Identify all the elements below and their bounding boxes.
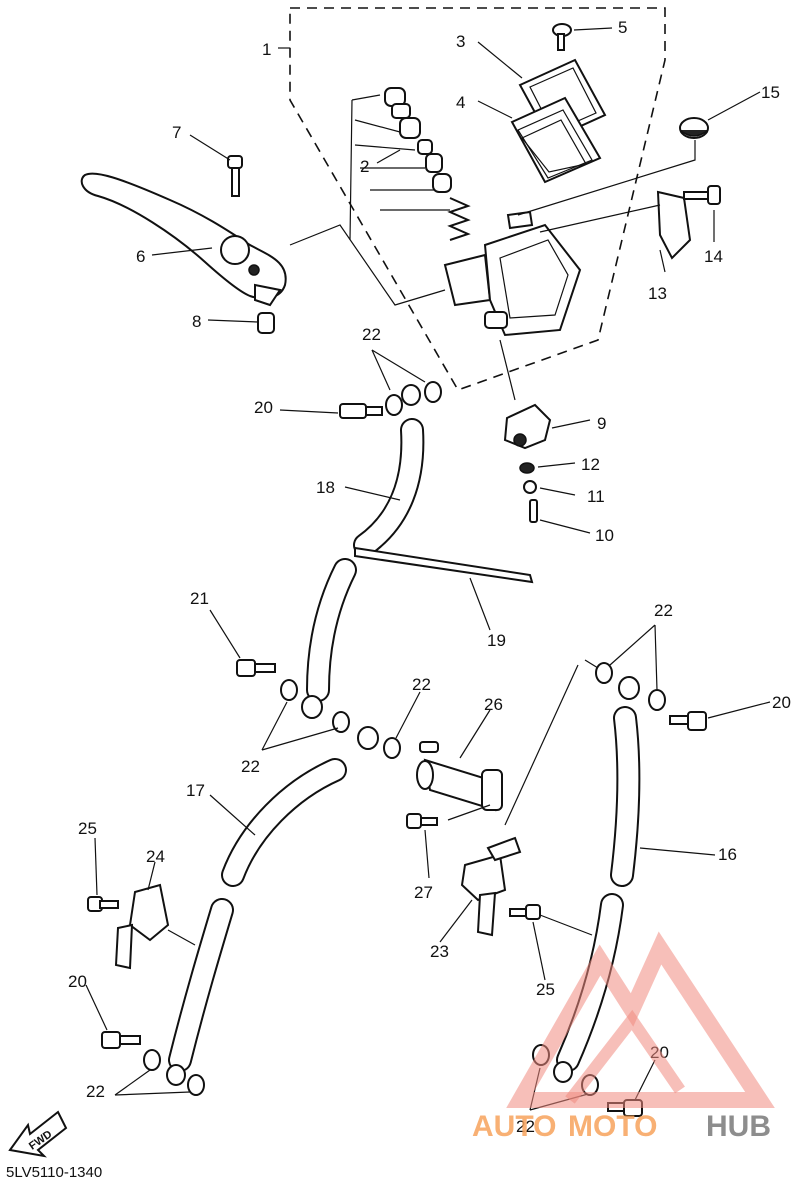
callout-label: 6 [136, 247, 145, 266]
callout-label: 12 [581, 455, 600, 474]
callout-label: 5 [618, 18, 627, 37]
copper-washer [385, 394, 403, 416]
watermark-text-auto: AUTO [472, 1110, 556, 1143]
callout-label: 10 [595, 526, 614, 545]
callout-label: 21 [190, 589, 209, 608]
watermark-text-hub: HUB [706, 1110, 771, 1143]
callout-label: 9 [597, 414, 606, 433]
hose-holder-left [114, 883, 170, 970]
copper-washer [648, 689, 666, 711]
copper-washer [332, 711, 350, 733]
callout-label: 1 [262, 40, 271, 59]
brake-lever [80, 172, 287, 307]
copper-washer [424, 381, 442, 403]
master-cylinder-body [443, 210, 582, 337]
piston-kit [349, 87, 471, 241]
brake-switch [503, 403, 552, 450]
callout-label: 20 [68, 972, 87, 991]
callout-label: 19 [487, 631, 506, 650]
callout-label: 3 [456, 32, 465, 51]
brake-hose-upper [301, 384, 425, 719]
hose-guide-rod [354, 546, 534, 584]
copper-washer [143, 1049, 161, 1071]
callout-label: 23 [430, 942, 449, 961]
pivot-bolt [227, 155, 243, 197]
callout-label: 16 [718, 845, 737, 864]
callout-label: 18 [316, 478, 335, 497]
pivot-nut [257, 312, 275, 334]
assembly-outline [289, 7, 666, 391]
diaphragm [510, 96, 602, 184]
banjo-bolt [236, 659, 276, 677]
cover-cap [679, 117, 709, 139]
callout-label: 7 [172, 123, 181, 142]
watermark-text-moto: MOTO [568, 1110, 657, 1143]
callout-label: 4 [456, 93, 465, 112]
callout-label: 11 [587, 487, 605, 506]
callout-label: 22 [654, 601, 673, 620]
callout-label: 14 [704, 247, 723, 266]
callout-label: 24 [146, 847, 165, 866]
copper-washer [280, 679, 298, 701]
switch-nut [523, 480, 537, 494]
copper-washer [595, 662, 613, 684]
union-bolt [669, 711, 707, 731]
bracket [656, 190, 692, 260]
callout-label: 17 [186, 781, 205, 800]
callout-label: 20 [772, 693, 791, 712]
callout-label: 20 [254, 398, 273, 417]
callout-label: 22 [241, 757, 260, 776]
bracket-screw [683, 185, 721, 205]
brake-hose-right [553, 676, 641, 1083]
callout-label: 22 [516, 1117, 535, 1136]
watermark-logo: AUTO MOTO HUB [472, 931, 775, 1143]
callout-label: 8 [192, 312, 201, 331]
holder-bolt [87, 896, 119, 912]
callout-label: 15 [761, 83, 780, 102]
forward-arrow-icon: FWD [8, 1110, 68, 1158]
leader-lines [85, 27, 771, 1111]
callout-label: 26 [484, 695, 503, 714]
callout-label: 22 [362, 325, 381, 344]
union-bolt [101, 1031, 141, 1049]
brake-hose-joint [416, 741, 503, 812]
union-bolt [339, 403, 383, 419]
hose-holder-right [460, 836, 522, 937]
callout-label: 25 [536, 980, 555, 999]
callout-label: 13 [648, 284, 667, 303]
joint-bolt [406, 813, 438, 829]
copper-washer [187, 1074, 205, 1096]
holder-bolt [509, 904, 541, 920]
callout-label: 22 [412, 675, 431, 694]
callout-label: 22 [86, 1082, 105, 1101]
copper-washer [383, 737, 401, 759]
callout-numbers: 1 2 3 4 5 6 7 8 9 10 11 12 13 14 15 16 1… [68, 18, 791, 1136]
brake-hose-left [166, 726, 379, 1086]
diagram-code: 5LV5110-1340 [6, 1164, 102, 1181]
switch-washer [519, 462, 535, 474]
callout-label: 27 [414, 883, 433, 902]
callout-label: 25 [78, 819, 97, 838]
callout-label: 2 [360, 157, 369, 176]
cap-screw [552, 23, 572, 51]
switch-screw [529, 499, 538, 523]
